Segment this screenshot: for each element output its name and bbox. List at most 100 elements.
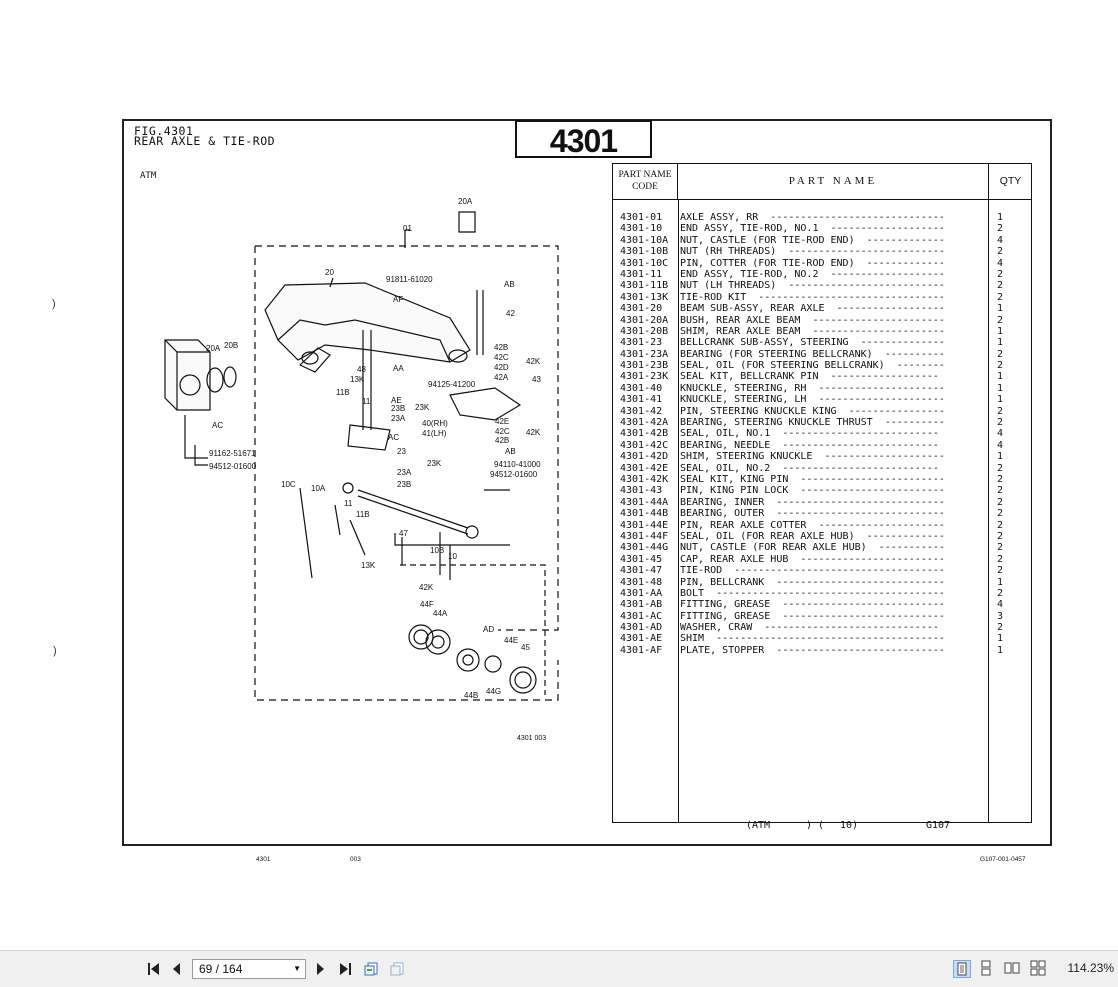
callout: 94512-01600 [209, 462, 257, 471]
part-name: NUT, CASTLE (FOR REAR AXLE HUB) --------… [680, 542, 945, 554]
part-name: BEARING, STEERING KNUCKLE THRUST -------… [680, 417, 945, 429]
part-name: BEARING, INNER -------------------------… [680, 496, 945, 508]
part-qty: 2 [997, 553, 1004, 565]
part-code: 4301-20 [620, 303, 663, 315]
page-number-value: 69 / 164 [199, 962, 243, 976]
callout: 11 [344, 499, 353, 508]
callout: 91162-51671 [209, 449, 256, 458]
part-qty: 2 [997, 280, 1004, 292]
part-code: 4301-42K [620, 473, 669, 485]
go-forward-view-button[interactable] [389, 961, 405, 977]
part-name: KNUCKLE, STEERING, LH ------------------… [680, 394, 945, 406]
part-qty: 2 [997, 291, 1004, 303]
part-code: 4301-42D [620, 451, 669, 463]
viewer-toolbar: 69 / 164 ▼ 114.23% [0, 950, 1118, 987]
part-code: 4301-11 [620, 268, 663, 280]
callout: 44E [504, 636, 518, 645]
part-name: PIN, COTTER (FOR TIE-ROD END) ----------… [680, 257, 945, 269]
callout: AD [483, 625, 494, 634]
previous-page-button[interactable] [169, 961, 185, 977]
callout: 44B [464, 691, 478, 700]
page-number-input[interactable]: 69 / 164 ▼ [192, 959, 306, 979]
next-page-button[interactable] [312, 961, 328, 977]
part-name: CAP, REAR AXLE HUB ---------------------… [680, 553, 945, 565]
part-qty: 2 [997, 246, 1004, 258]
part-name: NUT (LH THREADS) -----------------------… [680, 280, 945, 292]
callout: 11 [362, 397, 371, 406]
part-name: END ASSY, TIE-ROD, NO.1 ----------------… [680, 223, 945, 235]
figure-caption: REAR AXLE & TIE-ROD [134, 134, 276, 148]
callout: 44A [433, 609, 448, 618]
facing-view-button[interactable] [1004, 960, 1022, 978]
previous-view-icon [364, 962, 378, 976]
part-qty: 1 [997, 576, 1004, 588]
part-name: BUSH, REAR AXLE BEAM -------------------… [680, 314, 945, 326]
callout: 42K [419, 583, 434, 592]
callout: 43 [532, 375, 541, 384]
callout: 10C [281, 480, 296, 489]
go-back-view-button[interactable] [363, 961, 379, 977]
callout: 11B [336, 388, 350, 397]
part-code: 4301-11B [620, 280, 669, 292]
part-name: SEAL, OIL, NO.2 ------------------------… [680, 462, 939, 474]
part-code: 4301-AD [620, 622, 663, 634]
column-divider [678, 199, 679, 822]
part-code: 4301-44A [620, 496, 669, 508]
part-qty: 1 [997, 212, 1004, 223]
page-footer-right: G107-001-0457 [980, 856, 1026, 863]
continuous-page-icon [981, 960, 991, 976]
table-row: 4301-AD WASHER, CRAW --------------------… [613, 622, 1031, 633]
callout: AA [393, 364, 404, 373]
callout: AC [388, 433, 399, 442]
part-qty: 2 [997, 587, 1004, 599]
part-name: PIN, STEERING KNUCKLE KING -------------… [680, 405, 945, 417]
part-name: SEAL KIT, BELLCRANK PIN ----------------… [680, 371, 939, 383]
table-row: 4301-42D SHIM, STEERING KNUCKLE ---------… [613, 451, 1031, 462]
part-name: SEAL, OIL (FOR REAR AXLE HUB) ----------… [680, 530, 945, 542]
continuous-facing-view-button[interactable] [1030, 960, 1048, 978]
part-qty: 2 [997, 360, 1004, 372]
callout: 42C [494, 353, 509, 362]
first-page-icon [148, 963, 159, 975]
part-qty: 2 [997, 508, 1004, 520]
continuous-view-button[interactable] [978, 960, 996, 978]
part-name: SHIM, STEERING KNUCKLE -----------------… [680, 451, 945, 463]
footer-paren: ) ( [806, 820, 825, 831]
part-code: 4301-01 [620, 212, 663, 223]
part-name: WASHER, CRAW ---------------------------… [680, 622, 939, 634]
last-page-button[interactable] [337, 961, 353, 977]
zoom-level[interactable]: 114.23% [1067, 961, 1114, 975]
single-page-view-button[interactable] [953, 960, 971, 978]
part-code: 4301-44G [620, 542, 669, 554]
part-qty: 1 [997, 337, 1004, 349]
part-qty: 2 [997, 485, 1004, 497]
callout: 20B [224, 341, 238, 350]
part-name: TIE-ROD KIT ----------------------------… [680, 291, 945, 303]
figure-number-label: FIG.4301 [134, 124, 194, 138]
part-name: BEARING (FOR STEERING BELLCRANK) -------… [680, 348, 945, 360]
part-name: SEAL KIT, KING PIN ---------------------… [680, 473, 945, 485]
dropdown-arrow-icon[interactable]: ▼ [293, 964, 301, 973]
first-page-button[interactable] [146, 961, 162, 977]
part-qty: 2 [997, 473, 1004, 485]
callout: 23A [397, 468, 412, 477]
part-code: 4301-42C [620, 439, 669, 451]
single-page-icon [957, 962, 967, 976]
part-name: PIN, REAR AXLE COTTER ------------------… [680, 519, 945, 531]
callout: 10A [311, 484, 326, 493]
scan-mark: ) [52, 298, 56, 310]
callout: 44G [486, 687, 501, 696]
part-code: 4301-43 [620, 485, 663, 497]
